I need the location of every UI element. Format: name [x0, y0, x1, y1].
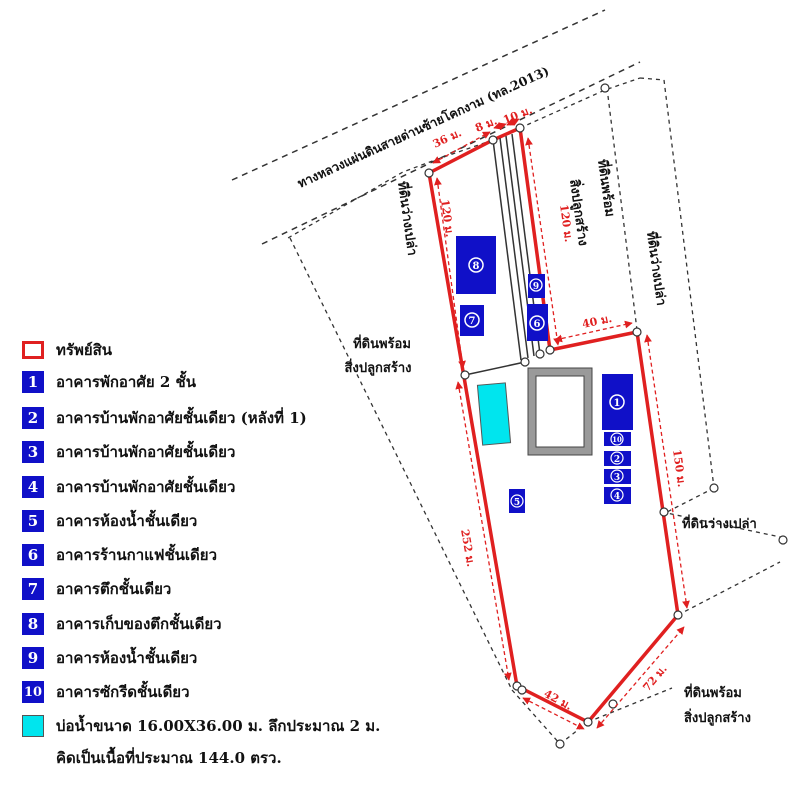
building-1 — [602, 374, 633, 430]
dim-120-right: 120 ม. — [557, 204, 575, 243]
building-7-number: 7 — [469, 316, 476, 327]
building-4-number: 4 — [614, 492, 620, 502]
legend-item-6-number: 6 — [22, 544, 44, 566]
dim-40: 40 ม. — [581, 312, 613, 331]
inner-divider — [464, 361, 526, 376]
legend-item-5-number: 5 — [22, 510, 44, 532]
legend-asset-label: ทรัพย์สิน — [56, 341, 113, 359]
building-9-number: 9 — [533, 282, 539, 292]
building-1-marker — [609, 394, 625, 410]
legend-item-7-label: อาคารตึกชั้นเดียว — [56, 580, 172, 598]
vacant-right-top-label: ที่ดินว่างเปล่า — [643, 230, 671, 307]
ready-land-bottom-label: ที่ดินพร้อม — [684, 683, 742, 701]
legend-pond-area: คิดเป็นเนื้อที่ประมาณ 144.0 ตรว. — [56, 749, 282, 767]
legend-item-1-label: อาคารพักอาศัย 2 ชั้น — [56, 373, 196, 391]
legend-item-2-number: 2 — [22, 407, 44, 429]
dim-42: 42 ม. — [542, 687, 575, 713]
legend-item-9-number: 9 — [22, 647, 44, 669]
legend-item-8-label: อาคารเก็บของตึกชั้นเดียว — [56, 615, 222, 633]
building-2-number: 2 — [614, 455, 620, 465]
legend-item-5: 5 อาคารห้องน้ำชั้นเดียว — [22, 509, 197, 533]
legend-item-4-label: อาคารบ้านพักอาศัยชั้นเดียว — [56, 478, 236, 496]
legend-item-2-label: อาคารบ้านพักอาศัยชั้นเดียว (หลังที่ 1) — [56, 409, 307, 427]
building-8-number: 8 — [473, 261, 480, 272]
building-3-number: 3 — [614, 473, 620, 483]
legend-item-8-number: 8 — [22, 613, 44, 635]
ready-land-left-label: ที่ดินพร้อม — [353, 334, 411, 352]
legend-item-4: 4 อาคารบ้านพักอาศัยชั้นเดียว — [22, 475, 235, 499]
legend-pond-swatch — [22, 715, 44, 737]
dimension-arrows — [432, 118, 690, 730]
building-2-marker — [610, 451, 624, 465]
dim-72: 72 ม. — [640, 662, 669, 694]
building-8-marker — [468, 257, 484, 273]
building-5-number: 5 — [514, 498, 520, 508]
building-2 — [604, 451, 631, 466]
building-9-marker — [529, 278, 543, 292]
building-5-marker — [510, 494, 524, 508]
building-8 — [456, 236, 496, 294]
legend-item-10: 10 อาคารซักรีดชั้นเดียว — [22, 680, 190, 704]
buildings: 8 7 9 6 1 10 2 3 4 — [456, 236, 633, 513]
building-10 — [604, 432, 631, 446]
legend-item-5-label: อาคารห้องน้ำชั้นเดียว — [56, 512, 198, 530]
legend-item-9: 9 อาคารห้องน้ำชั้นเดียว — [22, 646, 197, 670]
ready-land-left-label-2: สิ่งปลูกสร้าง — [344, 358, 411, 376]
legend-item-7: 7 อาคารตึกชั้นเดียว — [22, 577, 171, 601]
legend-item-10-number: 10 — [22, 681, 44, 703]
legend-item-4-number: 4 — [22, 476, 44, 498]
highway-label: ทางหลวงแผ่นดินสายด่านซ้ายโคกงาม (ทล.2013… — [295, 63, 551, 191]
legend-item-10-label: อาคารซักรีดชั้นเดียว — [56, 683, 190, 701]
legend-asset-swatch — [22, 341, 44, 359]
asset-boundary — [427, 125, 680, 725]
legend-item-7-number: 7 — [22, 578, 44, 600]
pond — [476, 382, 512, 446]
legend-pond-row: บ่อน้ำขนาด 16.00X36.00 ม. ลึกประมาณ 2 ม. — [22, 714, 380, 738]
ready-land-bottom-label-2: สิ่งปลูกสร้าง — [684, 708, 751, 726]
building-10-marker — [610, 432, 624, 446]
building-6-number: 6 — [534, 319, 541, 330]
dim-36: 36 ม. — [431, 126, 464, 151]
legend-asset-row: ทรัพย์สิน — [22, 338, 112, 362]
legend-item-2: 2 อาคารบ้านพักอาศัยชั้นเดียว (หลังที่ 1) — [22, 406, 307, 430]
building-7 — [460, 305, 484, 336]
building-4-marker — [610, 488, 624, 502]
ready-land-top-label: ที่ดินพร้อม — [594, 158, 620, 218]
dim-252: 252 ม. — [458, 528, 477, 568]
legend-item-1: 1 อาคารพักอาศัย 2 ชั้น — [22, 370, 196, 394]
dim-150: 150 ม. — [670, 449, 688, 488]
legend-item-3: 3 อาคารบ้านพักอาศัยชั้นเดียว — [22, 440, 235, 464]
legend-item-6: 6 อาคารร้านกาแฟชั้นเดียว — [22, 543, 217, 567]
building-5 — [509, 489, 525, 513]
building-4 — [604, 487, 631, 504]
building-1-number: 1 — [614, 398, 621, 409]
building-7-marker — [464, 312, 480, 328]
dim-120-left: 120 ม. — [438, 199, 456, 238]
legend-item-1-number: 1 — [22, 371, 44, 393]
building-6 — [527, 304, 548, 341]
building-3-marker — [610, 469, 624, 483]
vacant-left-label: ที่ดินว่างเปล่า — [394, 180, 422, 257]
legend-item-8: 8 อาคารเก็บของตึกชั้นเดียว — [22, 612, 222, 636]
legend-item-3-label: อาคารบ้านพักอาศัยชั้นเดียว — [56, 443, 236, 461]
legend-pond-label: บ่อน้ำขนาด 16.00X36.00 ม. ลึกประมาณ 2 ม. — [56, 717, 381, 735]
legend-pond-area-row: คิดเป็นเนื้อที่ประมาณ 144.0 ตรว. — [56, 746, 282, 770]
legend-item-6-label: อาคารร้านกาแฟชั้นเดียว — [56, 546, 217, 564]
building-10-number: 10 — [612, 435, 622, 444]
building-3 — [604, 469, 631, 484]
building-6-marker — [529, 315, 545, 331]
boundary-vertices — [424, 83, 788, 749]
legend-item-9-label: อาคารห้องน้ำชั้นเดียว — [56, 649, 198, 667]
courtyard-structure — [527, 367, 593, 456]
vacant-right-bottom-label: ที่ดินว่างเปล่า — [682, 514, 757, 532]
legend-item-3-number: 3 — [22, 441, 44, 463]
